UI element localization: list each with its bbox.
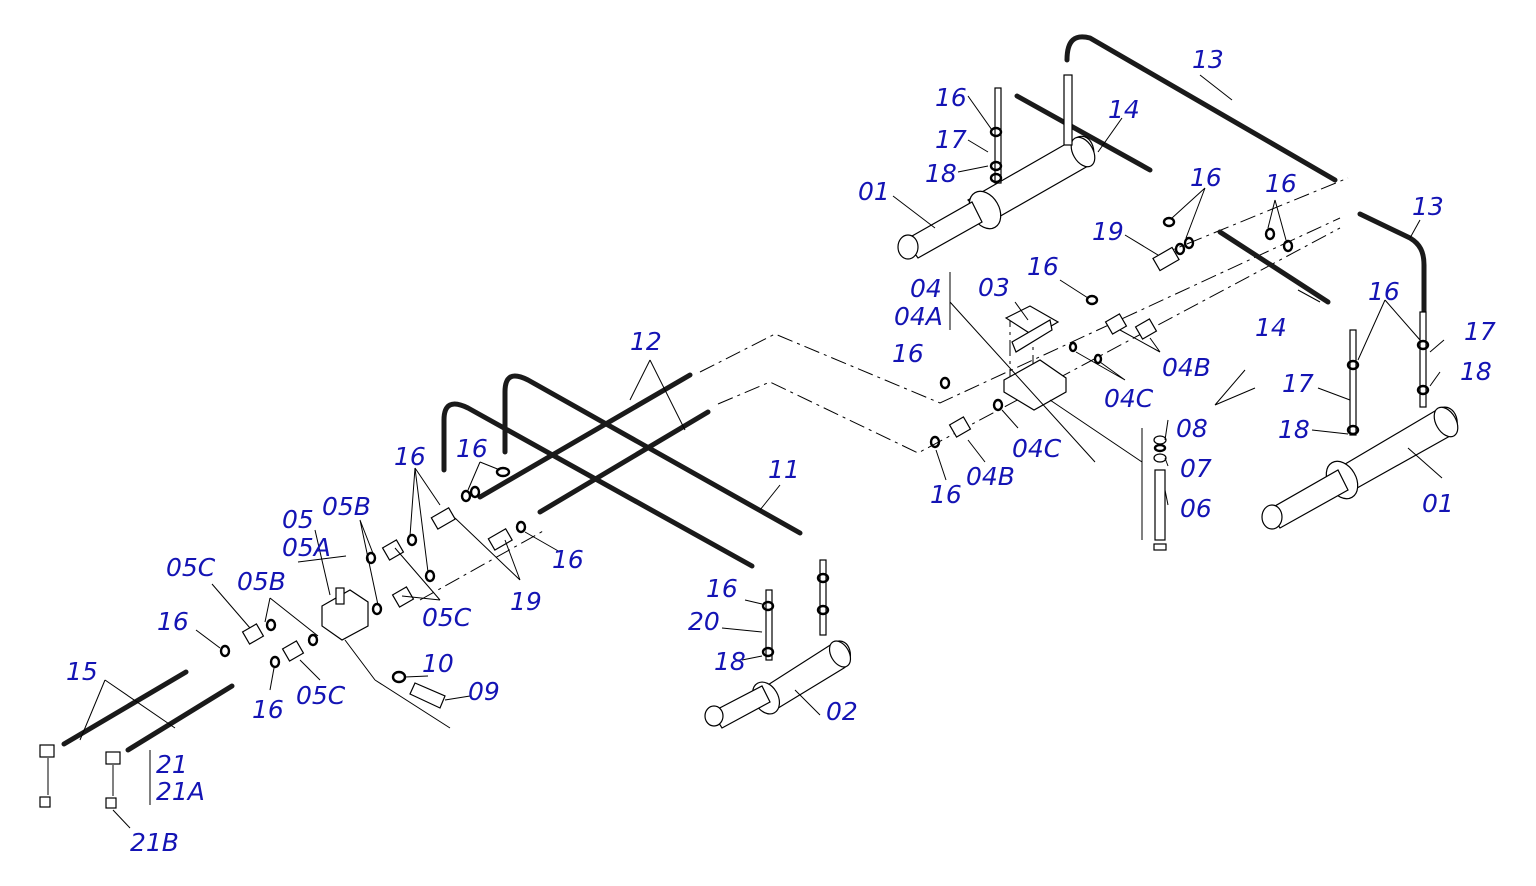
callout-09: 09 bbox=[468, 677, 500, 706]
hose-11-b bbox=[441, 401, 755, 569]
callout-05C: 05C bbox=[296, 681, 346, 710]
hose-15-b bbox=[125, 683, 235, 753]
callout-13: 13 bbox=[1192, 45, 1224, 74]
seals-and-fittings bbox=[219, 126, 1430, 669]
callout-21: 21 bbox=[156, 750, 188, 779]
callout-19: 19 bbox=[1092, 217, 1124, 246]
callout-10: 10 bbox=[422, 649, 454, 678]
callout-18: 18 bbox=[1278, 415, 1310, 444]
cylinder-01-right bbox=[1261, 311, 1459, 530]
hose-14-upper bbox=[1014, 93, 1153, 173]
cylinder-01-top bbox=[897, 74, 1096, 260]
callout-16: 16 bbox=[456, 434, 488, 463]
hose-13-right bbox=[1357, 211, 1427, 315]
callout-16: 16 bbox=[930, 480, 962, 509]
callout-05B: 05B bbox=[237, 567, 286, 596]
callout-05A: 05A bbox=[282, 533, 331, 562]
quick-couplers-21 bbox=[39, 744, 121, 809]
hose-12-a bbox=[477, 372, 693, 500]
callout-04C: 04C bbox=[1104, 384, 1154, 413]
callout-08: 08 bbox=[1176, 414, 1208, 443]
callout-01-right: 01 bbox=[1422, 489, 1454, 518]
callout-20: 20 bbox=[688, 607, 720, 636]
hose-14-right bbox=[1217, 229, 1331, 305]
hose-13-upper bbox=[1064, 34, 1338, 183]
callout-16: 16 bbox=[1265, 169, 1297, 198]
callout-14: 14 bbox=[1255, 313, 1287, 342]
callout-16: 16 bbox=[394, 442, 426, 471]
hose-12-b bbox=[537, 409, 711, 515]
callout-04B: 04B bbox=[1162, 353, 1211, 382]
callout-06: 06 bbox=[1180, 494, 1212, 523]
callout-21A: 21A bbox=[156, 777, 205, 806]
centerlines bbox=[419, 177, 1349, 601]
callout-16: 16 bbox=[252, 695, 284, 724]
valve-block-05 bbox=[321, 587, 369, 641]
callout-05C: 05C bbox=[166, 553, 216, 582]
callout-14: 14 bbox=[1108, 95, 1140, 124]
callout-11: 11 bbox=[768, 455, 800, 484]
callout-05B: 05B bbox=[322, 492, 371, 521]
callout-01-top: 01 bbox=[858, 177, 890, 206]
callout-16: 16 bbox=[157, 607, 189, 636]
callout-16: 16 bbox=[706, 574, 738, 603]
callout-07: 07 bbox=[1180, 454, 1212, 483]
hose-15-a bbox=[61, 669, 189, 747]
callout-17: 17 bbox=[1464, 317, 1496, 346]
leader-lines bbox=[79, 74, 1445, 829]
callout-04: 04 bbox=[910, 274, 942, 303]
callout-13: 13 bbox=[1412, 192, 1444, 221]
callout-04A: 04A bbox=[894, 302, 943, 331]
callout-19: 19 bbox=[510, 587, 542, 616]
callout-18: 18 bbox=[1460, 357, 1492, 386]
callout-04B: 04B bbox=[966, 462, 1015, 491]
valve-block-04 bbox=[1003, 305, 1067, 411]
callout-16: 16 bbox=[1368, 277, 1400, 306]
callout-17: 17 bbox=[935, 125, 967, 154]
cylinder-02 bbox=[704, 559, 852, 729]
callout-02: 02 bbox=[826, 697, 858, 726]
callout-21B: 21B bbox=[130, 828, 179, 857]
callout-16: 16 bbox=[1027, 252, 1059, 281]
callout-labels: 01 16 17 18 14 13 16 19 16 04 04A 03 16 … bbox=[66, 45, 1496, 857]
hoses bbox=[61, 34, 1427, 753]
callout-17: 17 bbox=[1282, 369, 1314, 398]
callout-03: 03 bbox=[978, 273, 1010, 302]
callout-18: 18 bbox=[714, 647, 746, 676]
callout-12: 12 bbox=[630, 327, 662, 356]
callout-15: 15 bbox=[66, 657, 98, 686]
callout-05: 05 bbox=[282, 505, 314, 534]
callout-16: 16 bbox=[1190, 163, 1222, 192]
bolt-06 bbox=[1153, 435, 1167, 551]
callout-16: 16 bbox=[552, 545, 584, 574]
callout-16: 16 bbox=[935, 83, 967, 112]
hose-11-a bbox=[502, 373, 803, 536]
callout-18: 18 bbox=[925, 159, 957, 188]
callout-16: 16 bbox=[892, 339, 924, 368]
callout-04C: 04C bbox=[1012, 434, 1062, 463]
callout-05C: 05C bbox=[422, 603, 472, 632]
